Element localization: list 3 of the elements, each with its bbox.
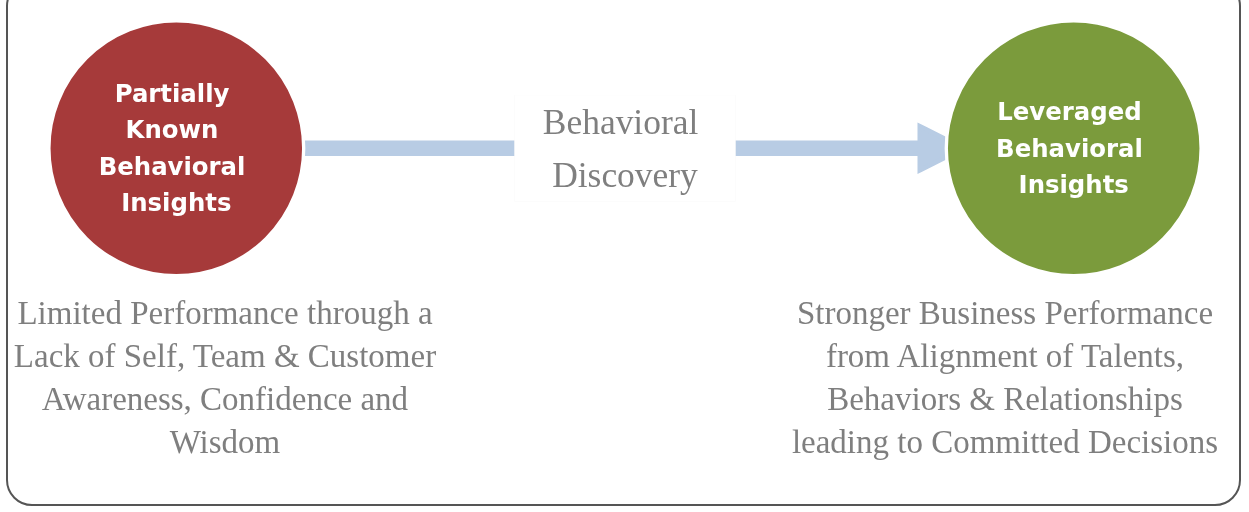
node-caption: Stronger Business Performance from Alignment of Talents, Behaviors & Relationships leading to Committed Decisions [790, 294, 1220, 462]
edge-label: Behavioral Discovery [542, 101, 699, 196]
node-caption: Limited Performance through a Lack of Self, Team & Customer Awareness, Confidence and Wisdom [12, 294, 438, 462]
